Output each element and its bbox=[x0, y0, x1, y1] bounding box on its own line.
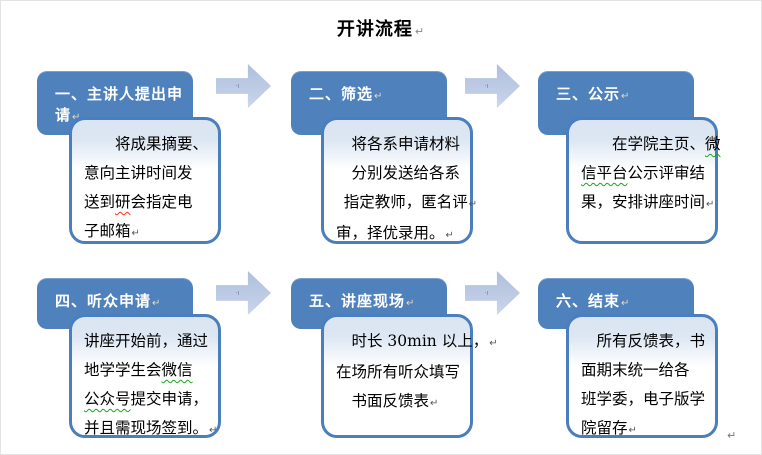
page-title: 开讲流程↵ bbox=[1, 15, 761, 41]
body-text: 指定教师，匿名评 bbox=[343, 193, 468, 211]
body-text: 在场所有听众填写 bbox=[336, 363, 461, 381]
step-body-line: 子邮箱↵ bbox=[84, 217, 210, 248]
body-text: 讲座开始前，通过 bbox=[84, 332, 209, 350]
step-body-line: 将成果摘要、 bbox=[84, 130, 210, 159]
step-body-line: 送到研会指定电 bbox=[84, 188, 210, 217]
spellchecked-text: 微 bbox=[705, 135, 721, 153]
paragraph-mark: ↵ bbox=[72, 112, 82, 123]
paragraph-mark: ↵ bbox=[727, 429, 737, 442]
spellchecked-text: 信平台 bbox=[581, 164, 628, 182]
body-text: 分别发送给各系 bbox=[351, 164, 461, 182]
step-header-label: 四、听众申请 bbox=[55, 292, 152, 310]
step-body-5: 时长 30min 以上，↵在场所有听众填写书面反馈表↵ bbox=[321, 314, 498, 438]
step-body-line: 将各系申请材料 bbox=[336, 130, 462, 159]
paragraph-mark: ↵ bbox=[621, 91, 631, 102]
paragraph-mark: ↵ bbox=[489, 338, 498, 349]
step-header-label: 一、主讲人提出申请 bbox=[55, 85, 184, 124]
paragraph-mark: ·ı bbox=[484, 289, 489, 297]
step-body-line: 意向主讲时间发 bbox=[84, 159, 210, 188]
step-body-line: 果，安排讲座时间↵ bbox=[581, 188, 714, 219]
right-arrow-icon: ·ı bbox=[216, 64, 271, 108]
step-body-line: 院留存↵ bbox=[581, 414, 707, 445]
paragraph-mark: ↵ bbox=[374, 91, 384, 102]
step-body-line: 指定教师，匿名评↵ bbox=[336, 188, 477, 219]
body-text: 地学学生会 bbox=[84, 361, 162, 379]
step-body-line: 分别发送给各系 bbox=[336, 159, 462, 188]
body-text: 面期末统一给各 bbox=[581, 361, 690, 379]
spellchecked-text: 公众号 bbox=[84, 390, 131, 408]
step-body-line: 讲座开始前，通过 bbox=[84, 327, 210, 356]
page-title-text: 开讲流程 bbox=[336, 19, 413, 40]
step-header-label: 三、公示 bbox=[556, 85, 621, 103]
step-body-1: 将成果摘要、意向主讲时间发送到研会指定电子邮箱↵ bbox=[69, 117, 221, 244]
step-body-line: 班学委，电子版学 bbox=[581, 385, 707, 414]
paragraph-mark: ↵ bbox=[621, 298, 631, 309]
step-body-6: 所有反馈表，书面期末统一给各班学委，电子版学院留存↵ bbox=[566, 314, 718, 438]
body-text: 将各系申请材料 bbox=[351, 135, 461, 153]
step-body-2: 将各系申请材料分别发送给各系指定教师，匿名评↵审，择优录用。↵ bbox=[321, 117, 477, 244]
paragraph-mark: ↵ bbox=[430, 398, 439, 409]
step-body-line: 书面反馈表↵ bbox=[336, 387, 462, 418]
step-body-line: 所有反馈表，书 bbox=[581, 327, 707, 356]
paragraph-mark: ↵ bbox=[209, 425, 218, 436]
body-text: 班学委，电子版学 bbox=[581, 390, 706, 408]
body-text: 将成果摘要、 bbox=[115, 135, 209, 153]
body-text: 果，安排讲座时间 bbox=[581, 193, 706, 211]
paragraph-mark: ↵ bbox=[414, 25, 426, 38]
right-arrow-icon: ·ı bbox=[216, 271, 271, 315]
step-body-line: 公众号提交申请， bbox=[84, 385, 210, 414]
step-body-line: 在学院主页、微 bbox=[581, 130, 721, 159]
step-header-4: 四、听众申请↵ bbox=[37, 278, 193, 329]
body-text: 提交申请， bbox=[130, 390, 209, 408]
step-body-3: 在学院主页、微信平台公示评审结果，安排讲座时间↵ bbox=[566, 117, 721, 244]
paragraph-mark: ↵ bbox=[628, 425, 637, 436]
paragraph-mark: ↵ bbox=[468, 199, 478, 210]
spellchecked-text: 微信 bbox=[161, 361, 193, 379]
body-text: 意向主讲时间发 bbox=[84, 164, 193, 182]
body-text: 院留存 bbox=[581, 419, 628, 437]
paragraph-mark: ↵ bbox=[706, 199, 715, 210]
spellchecked-text: 研 bbox=[115, 193, 131, 211]
body-text: 送到 bbox=[84, 193, 116, 211]
paragraph-mark: ↵ bbox=[131, 228, 140, 239]
step-body-4: 讲座开始前，通过地学学生会微信公众号提交申请，并且需现场签到。↵ bbox=[69, 314, 221, 438]
step-header-label: 二、筛选 bbox=[309, 85, 374, 103]
step-header-label: 六、结束 bbox=[556, 292, 621, 310]
body-text: 书面反馈表 bbox=[351, 392, 430, 410]
paragraph-mark: ↵ bbox=[406, 298, 416, 309]
step-body-line: 面期末统一给各 bbox=[581, 356, 707, 385]
body-text: 在学院主页、 bbox=[612, 135, 706, 153]
paragraph-mark: ·ı bbox=[235, 82, 240, 90]
paragraph-mark: ↵ bbox=[445, 230, 454, 241]
step-body-line: 地学学生会微信 bbox=[84, 356, 210, 385]
step-body-line: 审，择优录用。↵ bbox=[336, 219, 462, 250]
body-text: 会指定电 bbox=[130, 193, 193, 211]
right-arrow-icon: ·ı bbox=[465, 64, 520, 108]
paragraph-mark: ·ı bbox=[484, 82, 489, 90]
body-text: 所有反馈表，书 bbox=[596, 332, 706, 350]
step-body-line: 并且需现场签到。↵ bbox=[84, 414, 217, 445]
paragraph-mark: ·ı bbox=[235, 289, 240, 297]
step-body-line: 在场所有听众填写 bbox=[336, 358, 462, 387]
paragraph-mark: ↵ bbox=[152, 298, 162, 309]
step-body-line: 信平台公示评审结 bbox=[581, 159, 707, 188]
body-text: 并且需现场签到。 bbox=[84, 419, 209, 437]
body-text: 子邮箱 bbox=[84, 222, 131, 240]
body-text: 时长 30min 以上， bbox=[351, 332, 489, 350]
step-header-label: 五、讲座现场 bbox=[309, 292, 406, 310]
right-arrow-icon: ·ı bbox=[465, 271, 520, 315]
step-body-line: 时长 30min 以上，↵ bbox=[336, 327, 498, 358]
body-text: 审，择优录用。 bbox=[336, 224, 445, 242]
body-text: 公示评审结 bbox=[627, 164, 706, 182]
